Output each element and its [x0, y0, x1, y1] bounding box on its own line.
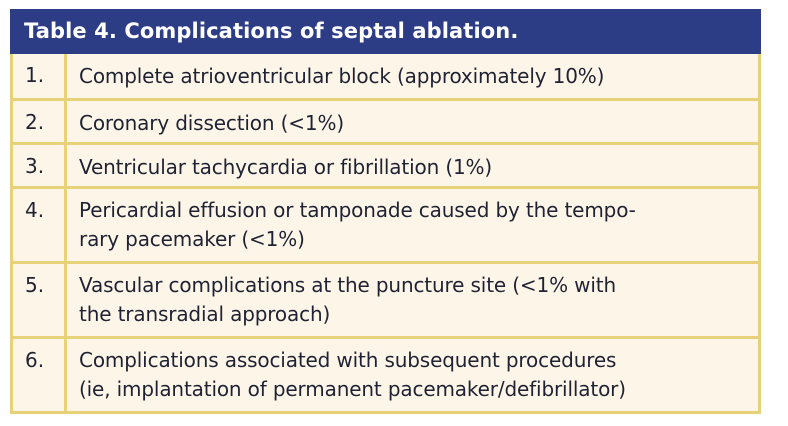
row-number: 5.: [13, 264, 67, 336]
complications-table: Table 4. Complications of septal ablatio…: [10, 9, 761, 414]
table-row: 1. Complete atrioventricular block (appr…: [13, 54, 758, 98]
table-row: 6. Complications associated with subsequ…: [13, 336, 758, 411]
row-text-line: Complications associated with subsequent…: [79, 348, 617, 372]
row-text-line: (ie, implantation of permanent pacemaker…: [79, 377, 626, 401]
row-text-line: rary pacemaker (<1%): [79, 227, 305, 251]
row-text: Complete atrioventricular block (approxi…: [79, 64, 605, 88]
row-text: Pericardial effusion or tamponade caused…: [67, 189, 758, 261]
row-text: Vascular complications at the puncture s…: [67, 264, 758, 336]
table-title: Table 4. Complications of septal ablatio…: [10, 9, 761, 54]
table-row: 5. Vascular complications at the punctur…: [13, 261, 758, 336]
row-text-line: Pericardial effusion or tamponade caused…: [79, 198, 636, 222]
row-number: 1.: [13, 54, 67, 98]
row-number: 2.: [13, 101, 67, 142]
row-number: 3.: [13, 145, 67, 186]
row-number: 4.: [13, 189, 67, 261]
table-body: 1. Complete atrioventricular block (appr…: [10, 54, 761, 414]
row-text-line: Vascular complications at the puncture s…: [79, 273, 616, 297]
table-row: 2. Coronary dissection (<1%): [13, 98, 758, 142]
table-row: 4. Pericardial effusion or tamponade cau…: [13, 186, 758, 261]
row-text: Complications associated with subsequent…: [67, 339, 758, 411]
row-text: Coronary dissection (<1%): [79, 111, 344, 135]
row-text-line: the transradial approach): [79, 302, 331, 326]
table-row: 3. Ventricular tachycardia or fibrillati…: [13, 142, 758, 186]
row-number: 6.: [13, 339, 67, 411]
row-text: Ventricular tachycardia or fibrillation …: [79, 155, 493, 179]
